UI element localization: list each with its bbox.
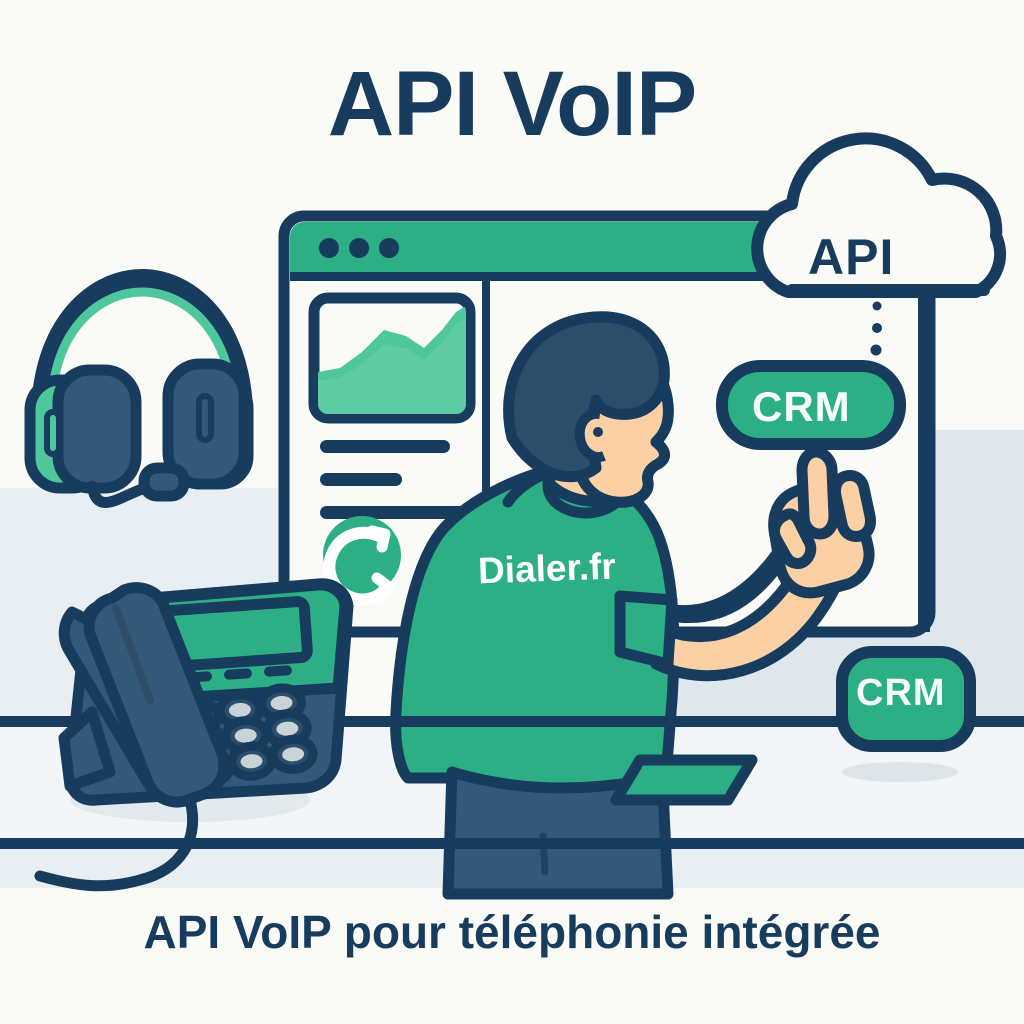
desk-line-upper: [0, 716, 1024, 727]
window-right-rail: [918, 292, 930, 632]
crm-secondary-button[interactable]: [836, 646, 976, 782]
phone-base-support: [58, 706, 116, 792]
hand-middle-finger: [830, 470, 876, 542]
person-sleeve-cuff: [614, 590, 678, 670]
crm-secondary-shape: [836, 646, 976, 752]
connector-dot-1: [872, 301, 882, 311]
phone-key-3-cap: [270, 695, 293, 711]
voip-desk-phone-icon: [34, 578, 354, 892]
cloud-base: [786, 284, 990, 296]
headset-band: [30, 268, 254, 441]
phone-key-8-cap: [240, 754, 263, 769]
phone-key-2-cap: [228, 702, 251, 717]
headset-microphone: [138, 462, 190, 502]
phone-key-6-cap: [276, 721, 299, 736]
phone-cable: [34, 794, 199, 892]
person-ear-detail: [593, 427, 603, 437]
phone-handset-glyph: [323, 526, 392, 606]
pointing-hand-icon: [768, 446, 876, 599]
phone-key-9-cap: [282, 747, 305, 762]
headset-slot-left: [44, 409, 62, 457]
connector-dot-2: [872, 323, 882, 333]
crm-primary-shape: [716, 360, 906, 450]
person-shirt: [390, 464, 680, 794]
person-hair: [503, 311, 670, 483]
phone-key-5-cap: [234, 728, 257, 743]
analytics-area-chart: [308, 292, 476, 424]
desk-line-lower: [0, 838, 1024, 849]
person-ear: [574, 408, 606, 462]
browser-dot-3: [379, 238, 399, 258]
phone-handset-highlight: [112, 604, 154, 704]
crm-secondary-shadow: [842, 762, 958, 782]
cloud-shape: [751, 132, 1007, 298]
person-figure: [390, 311, 876, 900]
phone-handset-tip-bottom: [371, 572, 395, 602]
phone-handset-tip-top: [366, 525, 391, 553]
desk-ledge-shape: [610, 754, 758, 806]
chart-area-front: [318, 318, 466, 414]
browser-titlebar-divider: [290, 272, 926, 281]
desk-ledge: [610, 754, 758, 806]
phone-handset-main: [83, 582, 230, 808]
connector-dot-3: [870, 344, 882, 356]
text-line-1: [320, 440, 450, 453]
hand-thumb: [768, 508, 817, 569]
browser-column-divider: [482, 281, 490, 632]
text-line-3: [320, 506, 468, 519]
browser-dot-2: [349, 238, 369, 258]
cloud-icon: [751, 132, 1007, 298]
headset-icon: [24, 268, 254, 508]
placeholder-text-lines: [320, 440, 468, 519]
headset-slot-right: [196, 393, 214, 443]
phone-circle-icon[interactable]: [323, 516, 401, 606]
crm-primary-button[interactable]: [716, 360, 906, 450]
phone-softkey-3: [264, 665, 292, 677]
browser-dot-1: [319, 238, 339, 258]
dotted-connector: [870, 301, 882, 356]
headset-cup-left-inner: [52, 364, 142, 494]
phone-softkey-2: [224, 668, 252, 680]
text-line-2: [320, 473, 402, 486]
hand-index-finger: [796, 446, 840, 540]
headset-band-highlight: [47, 287, 237, 423]
